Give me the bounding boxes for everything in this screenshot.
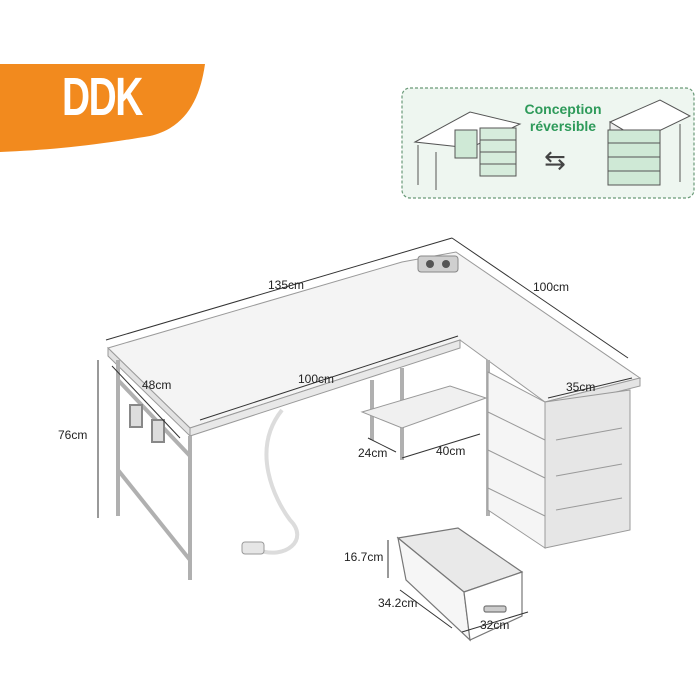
dimension-lines: [97, 237, 633, 633]
dim-side-length: 100cm: [533, 280, 570, 294]
swap-arrows-icon: ⇆: [544, 146, 566, 176]
dim-height: 76cm: [58, 428, 88, 442]
mini-desk-left: [413, 111, 522, 190]
dim-drawer-depth: 34.2cm: [378, 596, 418, 610]
dim-shelf-depth: 24cm: [358, 446, 388, 460]
reversible-design-title: Conception réversible: [508, 101, 618, 135]
dim-depth-left: 48cm: [142, 378, 172, 392]
callout-title-line2: réversible: [529, 118, 597, 134]
drawer-bin: [396, 527, 524, 642]
brand-banner: [0, 64, 205, 152]
hook-icon: [129, 404, 165, 443]
callout-title-line1: Conception: [524, 101, 602, 117]
mini-desk-right: [607, 99, 692, 186]
drawer-cabinet: [487, 371, 631, 549]
power-outlet-icon: [417, 255, 459, 273]
dim-cabinet-depth: 35cm: [566, 380, 596, 394]
brand-logo: DDK: [62, 67, 143, 127]
dim-shelf-width: 40cm: [436, 444, 466, 458]
dim-top-length: 135cm: [268, 278, 305, 292]
desk-top: [107, 251, 642, 438]
dim-drawer-height: 16.7cm: [344, 550, 384, 564]
shelf: [360, 385, 488, 429]
power-cable: [257, 408, 300, 555]
power-plug: [241, 541, 265, 555]
dim-inner-length: 100cm: [298, 372, 335, 386]
dim-drawer-width: 32cm: [480, 618, 510, 632]
